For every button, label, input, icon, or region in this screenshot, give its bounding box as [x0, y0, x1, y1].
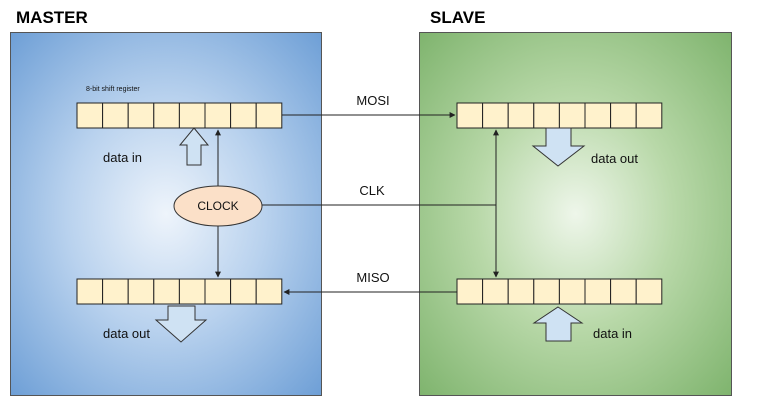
register-cell [255, 278, 283, 305]
register-cell [558, 278, 586, 305]
register-cell [507, 102, 535, 129]
register-cell [610, 102, 637, 129]
slave-title: SLAVE [430, 8, 486, 27]
register-cell [507, 278, 535, 305]
master-top-shift-register [76, 102, 283, 129]
master-bottom-shift-register [76, 278, 283, 305]
slave-top-shift-register [456, 102, 663, 129]
register-cell [533, 278, 560, 305]
register-cell [102, 102, 129, 129]
mosi-label: MOSI [356, 93, 389, 108]
miso-label: MISO [356, 270, 389, 285]
master-title: MASTER [16, 8, 88, 27]
clock-label: CLOCK [197, 199, 238, 213]
register-cell [178, 278, 206, 305]
master-panel [10, 32, 322, 396]
clk-label: CLK [359, 183, 385, 198]
register-cell [204, 102, 232, 129]
register-cell [204, 278, 232, 305]
master-data-out-label: data out [103, 326, 150, 341]
register-cell [584, 278, 612, 305]
register-cell [153, 278, 180, 305]
register-cell [584, 102, 612, 129]
slave-bottom-shift-register [456, 278, 663, 305]
register-caption: 8-bit shift register [86, 86, 140, 93]
register-cell [635, 278, 663, 305]
master-data-out-arrow [154, 305, 208, 343]
register-cell [76, 278, 104, 305]
slave-panel [419, 32, 732, 396]
master-data-in-label: data in [103, 150, 142, 165]
register-cell [127, 278, 155, 305]
register-cell [230, 278, 257, 305]
clock-oval [173, 185, 263, 227]
register-cell [127, 102, 155, 129]
register-cell [153, 102, 180, 129]
slave-data-in-label: data in [593, 326, 632, 341]
slave-data-out-label: data out [591, 151, 638, 166]
register-cell [456, 278, 484, 305]
register-cell [635, 102, 663, 129]
register-cell [482, 102, 509, 129]
register-cell [230, 102, 257, 129]
register-cell [76, 102, 104, 129]
slave-data-in-arrow [532, 306, 584, 342]
register-cell [255, 102, 283, 129]
register-cell [558, 102, 586, 129]
register-cell [178, 102, 206, 129]
register-cell [102, 278, 129, 305]
register-cell [610, 278, 637, 305]
master-data-in-arrow [178, 127, 210, 166]
register-cell [482, 278, 509, 305]
register-cell [456, 102, 484, 129]
register-cell [533, 102, 560, 129]
slave-data-out-arrow [531, 127, 586, 167]
